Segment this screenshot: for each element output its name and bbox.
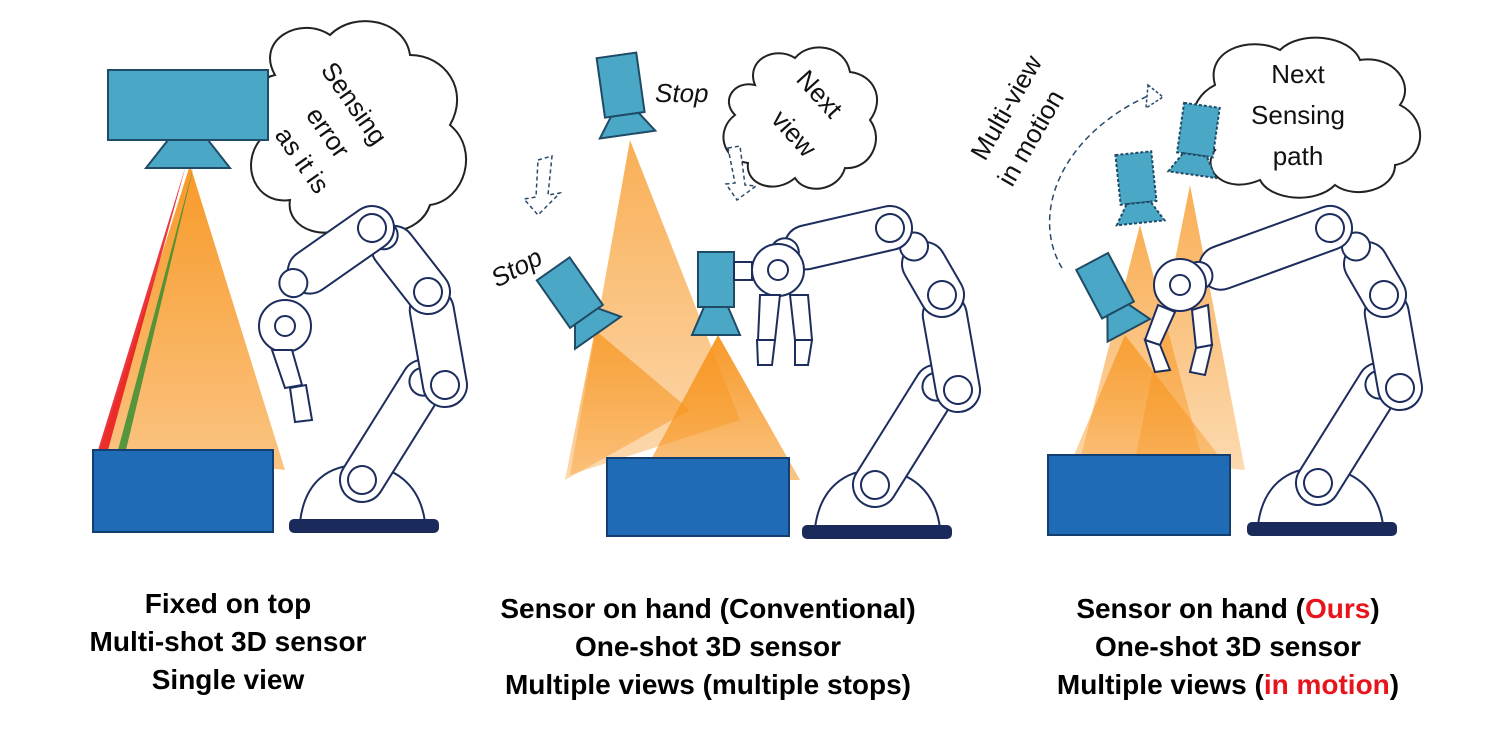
caption-text: ): [1389, 669, 1400, 700]
panel-fixed-on-top: Sensing error as it is: [92, 20, 468, 533]
highlight-ours: Ours: [1305, 593, 1371, 624]
sensing-beam: [1072, 335, 1230, 470]
target-object: [92, 449, 274, 533]
target-object: [606, 457, 790, 537]
cloud-text: path: [1273, 141, 1324, 171]
caption-panel-2: Sensor on hand (Conventional) One-shot 3…: [458, 590, 958, 704]
hand-sensor-icon: [1074, 251, 1152, 344]
panel-ours: Next Sensing path Multi-view in motion: [964, 36, 1423, 536]
motion-path-arrow: [1048, 94, 1151, 269]
caption-line: Fixed on top: [144, 588, 312, 619]
caption-line: Sensor on hand (Ours): [978, 590, 1478, 628]
caption-line: Multiple views (multiple stops): [504, 669, 912, 700]
caption-panel-1: Fixed on top Multi-shot 3D sensor Single…: [0, 585, 478, 699]
caption-line: Single view: [151, 664, 305, 695]
caption-line: One-shot 3D sensor: [1094, 631, 1362, 662]
caption-line: Multiple views (in motion): [978, 666, 1478, 704]
robot-arm: [751, 205, 981, 539]
stop-label: Stop: [655, 78, 709, 108]
cloud-text: Next: [1271, 59, 1325, 89]
sensing-beam: [565, 330, 690, 480]
caption-text: Multiple views (: [1056, 669, 1264, 700]
thought-cloud: [722, 46, 879, 190]
robot-arm: [1143, 205, 1423, 536]
caption-panel-3: Sensor on hand (Ours) One-shot 3D sensor…: [978, 590, 1478, 704]
thought-cloud: [246, 20, 467, 234]
move-arrow-icon: [522, 145, 759, 217]
sensor-stop-top-icon: [595, 51, 658, 140]
caption-line: Multi-shot 3D sensor: [89, 626, 367, 657]
caption-line: One-shot 3D sensor: [574, 631, 842, 662]
thought-cloud: [1191, 36, 1422, 199]
sensing-beam: [640, 335, 800, 480]
panel-conventional: Next view Stop Stop: [486, 46, 981, 539]
caption-text: ): [1370, 593, 1380, 624]
sensor-stop-left-icon: [535, 256, 624, 351]
cloud-text: Sensing: [1251, 100, 1345, 130]
highlight-in-motion: in motion: [1263, 669, 1390, 700]
hand-sensor-icon: [690, 251, 753, 336]
target-object: [1047, 454, 1231, 536]
error-beam-red: [98, 165, 186, 450]
stop-label: Stop: [486, 242, 547, 294]
caption-line: Sensor on hand (Conventional): [500, 593, 916, 624]
sensor-motion-icon: [1114, 101, 1221, 227]
error-beam-green: [118, 165, 194, 450]
caption-text: Sensor on hand (: [1076, 593, 1305, 624]
sensing-beam: [100, 165, 285, 470]
robot-arm: [258, 205, 468, 533]
fixed-sensor-icon: [107, 69, 269, 169]
arrow-head-icon: [1145, 83, 1165, 110]
